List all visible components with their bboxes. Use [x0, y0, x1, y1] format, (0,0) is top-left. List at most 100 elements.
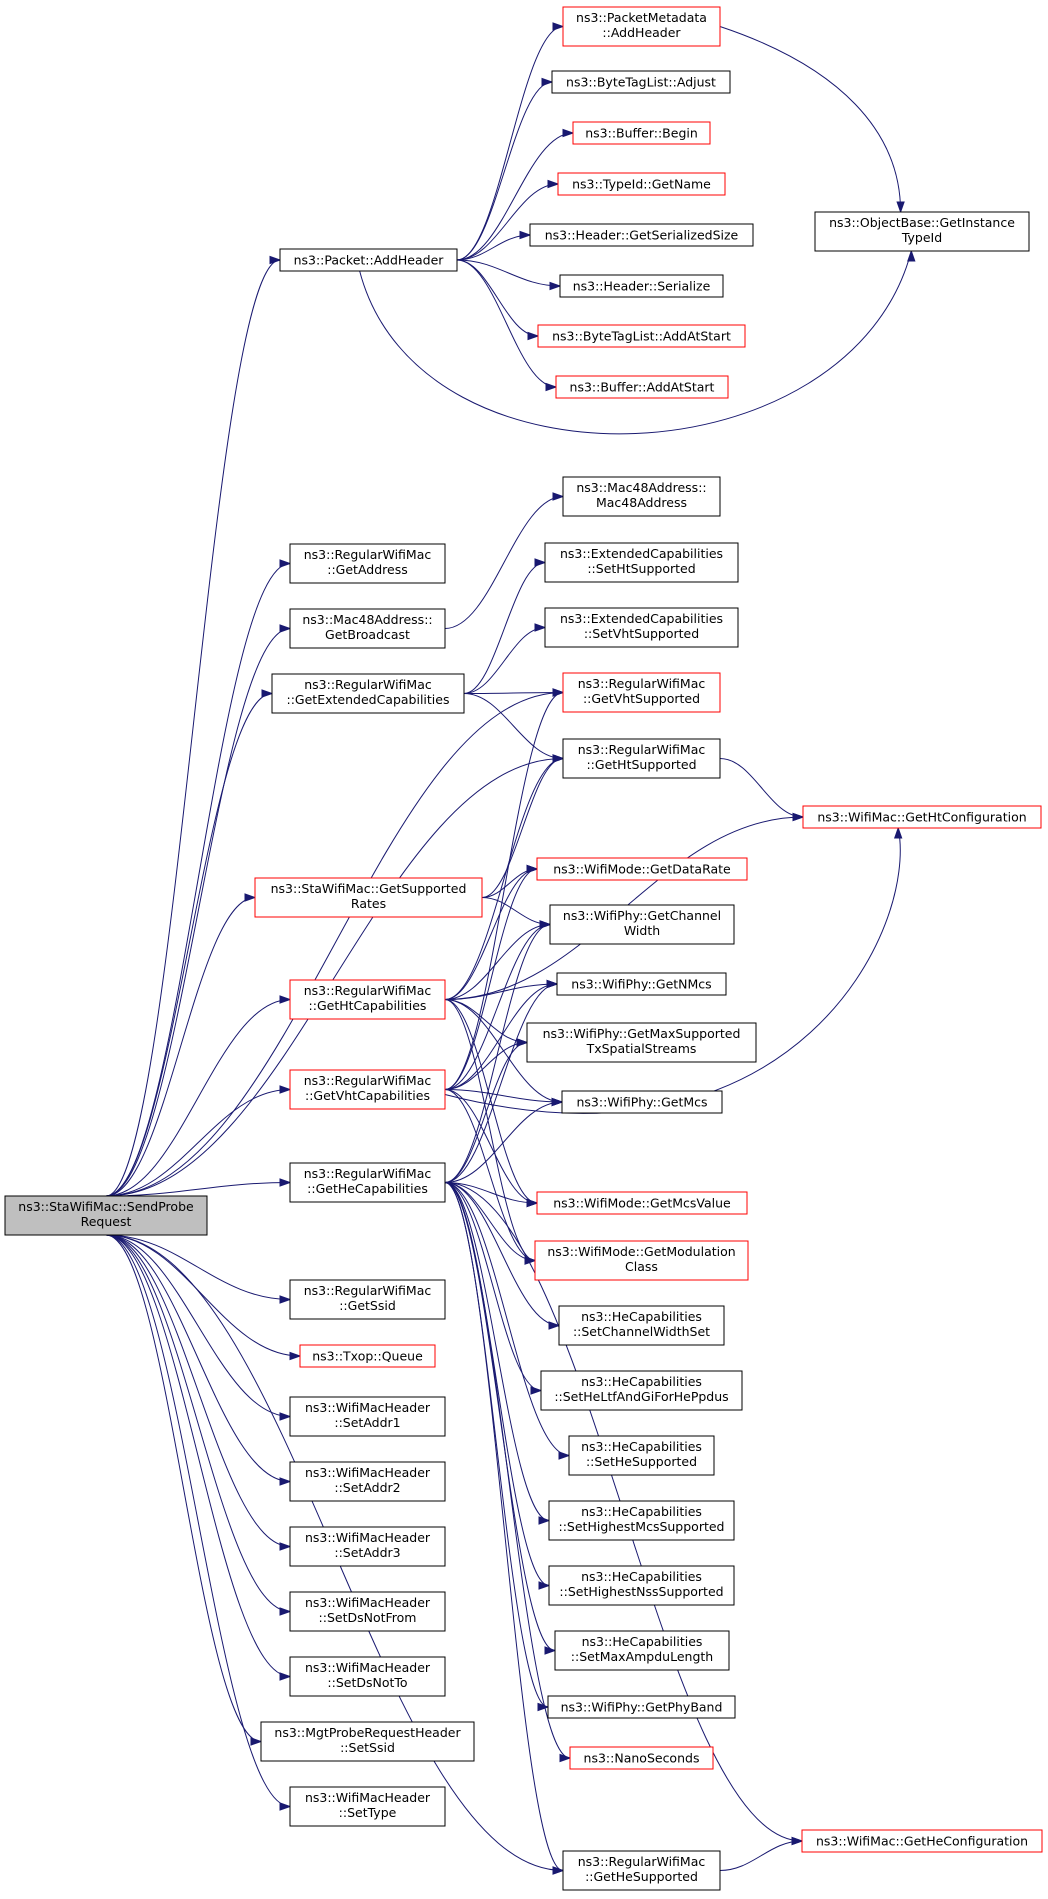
edge-regularwifimac_gethecap-to-hecap_setchannelwidthset — [444, 1182, 561, 1330]
node-mac48-ctor[interactable]: ns3::Mac48Address::Mac48Address — [562, 476, 721, 517]
node-setaddr2[interactable]: ns3::WifiMacHeader::SetAddr2 — [289, 1461, 446, 1502]
node-wifimac-getheconfig[interactable]: ns3::WifiMac::GetHeConfiguration — [801, 1829, 1043, 1853]
node-box — [289, 543, 446, 584]
edge-line — [444, 983, 558, 1090]
node-wifiphy-getmcs[interactable]: ns3::WifiPhy::GetMcs — [561, 1090, 723, 1114]
node-hecap-setheltfandgi[interactable]: ns3::HeCapabilities::SetHeLtfAndGiForHeP… — [540, 1370, 743, 1411]
node-label-line: ns3::RegularWifiMac — [578, 676, 706, 691]
node-label-line: ns3::WifiPhy::GetMcs — [576, 1095, 707, 1110]
edge-line — [463, 627, 546, 694]
node-header-serialize[interactable]: ns3::Header::Serialize — [559, 274, 724, 298]
node-wifimac-gethtconfig[interactable]: ns3::WifiMac::GetHtConfiguration — [802, 805, 1042, 829]
arrowhead — [279, 1412, 292, 1421]
edge-root-to-setdsnotfrom — [105, 1234, 292, 1616]
node-bytetaglist-adjust[interactable]: ns3::ByteTagList::Adjust — [551, 70, 731, 94]
edge-line — [444, 999, 538, 1204]
edge-line — [105, 259, 281, 1197]
node-setdsnotfrom[interactable]: ns3::WifiMacHeader::SetDsNotFrom — [289, 1591, 446, 1632]
node-wifiphy-getphyband[interactable]: ns3::WifiPhy::GetPhyBand — [547, 1695, 736, 1719]
node-wifimode-getdatarate[interactable]: ns3::WifiMode::GetDataRate — [536, 857, 748, 881]
node-box — [289, 1656, 446, 1697]
node-regularwifimac-gethesupported[interactable]: ns3::RegularWifiMac::GetHeSupported — [562, 1850, 721, 1891]
edge-line — [105, 1234, 291, 1612]
node-header-getserializedsize[interactable]: ns3::Header::GetSerializedSize — [529, 223, 754, 247]
node-mac48-getbroadcast[interactable]: ns3::Mac48Address::GetBroadcast — [289, 608, 446, 649]
edge-line — [456, 259, 539, 337]
node-label-line: ::SetHighestMcsSupported — [559, 1519, 725, 1534]
node-label-line: ns3::WifiPhy::GetMaxSupported — [543, 1026, 741, 1041]
edge-line — [105, 1234, 291, 1547]
edge-line — [105, 999, 291, 1197]
arrowhead — [527, 331, 540, 341]
node-wifiphy-getnmcs[interactable]: ns3::WifiPhy::GetNMcs — [556, 972, 727, 996]
node-setaddr3[interactable]: ns3::WifiMacHeader::SetAddr3 — [289, 1526, 446, 1567]
node-label-line: ns3::Txop::Queue — [312, 1349, 423, 1364]
node-box — [562, 1850, 721, 1891]
node-regularwifimac-getvhtsupported[interactable]: ns3::RegularWifiMac::GetVhtSupported — [562, 672, 721, 713]
node-label-line: ::SetVhtSupported — [584, 626, 699, 641]
node-label-line: ns3::Mac48Address:: — [302, 612, 432, 627]
node-regularwifimac-getvhtcap[interactable]: ns3::RegularWifiMac::GetVhtCapabilities — [289, 1069, 446, 1110]
node-hecap-sethighestnss[interactable]: ns3::HeCapabilities::SetHighestNssSuppor… — [548, 1565, 735, 1606]
node-box — [558, 1305, 725, 1346]
edge-root-to-packet_addheader — [105, 255, 282, 1197]
node-settype[interactable]: ns3::WifiMacHeader::SetType — [289, 1786, 446, 1827]
arrowhead — [791, 1836, 804, 1846]
node-extcap-setht[interactable]: ns3::ExtendedCapabilities::SetHtSupporte… — [544, 542, 739, 583]
node-buffer-begin[interactable]: ns3::Buffer::Begin — [572, 121, 711, 145]
node-hecap-setmaxampdu[interactable]: ns3::HeCapabilities::SetMaxAmpduLength — [554, 1630, 730, 1671]
node-label-line: ::SetAddr3 — [334, 1545, 400, 1560]
node-label-line: ns3::WifiMacHeader — [305, 1530, 431, 1545]
edge-regularwifimac_getextcap-to-extcap_setht — [463, 558, 547, 694]
node-txop-queue[interactable]: ns3::Txop::Queue — [299, 1344, 436, 1368]
arrowhead — [552, 492, 565, 501]
edge-root-to-mgtprobe_setssid — [105, 1234, 263, 1746]
node-hecap-sethighestmcs[interactable]: ns3::HeCapabilities::SetHighestMcsSuppor… — [548, 1500, 735, 1541]
node-label-line: ns3::WifiMacHeader — [305, 1790, 431, 1805]
node-regularwifimac-getaddress[interactable]: ns3::RegularWifiMac::GetAddress — [289, 543, 446, 584]
node-regularwifimac-gethtcap[interactable]: ns3::RegularWifiMac::GetHtCapabilities — [289, 979, 446, 1020]
arrowhead — [279, 1477, 292, 1486]
node-setdsnotto[interactable]: ns3::WifiMacHeader::SetDsNotTo — [289, 1656, 446, 1697]
node-label-line: ::SetChannelWidthSet — [573, 1324, 710, 1339]
node-packetmetadata-addheader[interactable]: ns3::PacketMetadata::AddHeader — [562, 6, 721, 47]
edge-line — [444, 924, 551, 1183]
edge-line — [105, 1234, 291, 1677]
edge-packet_addheader-to-buffer_begin — [456, 128, 575, 261]
node-buffer-addatstart[interactable]: ns3::Buffer::AddAtStart — [555, 375, 729, 399]
edge-regularwifimac_getvhtcap-to-wifimode_getmcsvalue — [444, 1089, 539, 1208]
node-label-line: ::SetAddr2 — [334, 1480, 400, 1495]
node-box — [814, 211, 1030, 252]
node-label-line: ns3::RegularWifiMac — [304, 547, 432, 562]
node-box — [556, 972, 727, 996]
node-setaddr1[interactable]: ns3::WifiMacHeader::SetAddr1 — [289, 1396, 446, 1437]
arrowhead — [539, 920, 552, 929]
node-label-line: ::SetSsid — [340, 1740, 395, 1755]
arrowhead — [551, 1097, 564, 1107]
node-nanoseconds[interactable]: ns3::NanoSeconds — [569, 1746, 714, 1770]
node-box — [289, 1786, 446, 1827]
node-bytetaglist-addatstart[interactable]: ns3::ByteTagList::AddAtStart — [537, 324, 746, 348]
edge-line — [444, 692, 564, 1090]
node-wifiphy-getmaxtxss[interactable]: ns3::WifiPhy::GetMaxSupportedTxSpatialSt… — [526, 1022, 757, 1063]
node-label-line: ::SetHeLtfAndGiForHePpdus — [554, 1389, 728, 1404]
node-extcap-setvht[interactable]: ns3::ExtendedCapabilities::SetVhtSupport… — [544, 607, 739, 648]
node-label-line: Class — [625, 1259, 658, 1274]
node-box — [289, 979, 446, 1020]
node-regularwifimac-getssid[interactable]: ns3::RegularWifiMac::GetSsid — [289, 1279, 446, 1320]
node-regularwifimac-gethecap[interactable]: ns3::RegularWifiMac::GetHeCapabilities — [289, 1162, 446, 1203]
edge-line — [456, 259, 557, 388]
node-mgtprobe-setssid[interactable]: ns3::MgtProbeRequestHeader::SetSsid — [260, 1721, 475, 1762]
node-box — [289, 1461, 446, 1502]
node-hecap-sethesupported[interactable]: ns3::HeCapabilities::SetHeSupported — [568, 1435, 715, 1476]
node-hecap-setchannelwidthset[interactable]: ns3::HeCapabilities::SetChannelWidthSet — [558, 1305, 725, 1346]
node-packet-addheader[interactable]: ns3::Packet::AddHeader — [279, 248, 458, 272]
node-typeid-getname[interactable]: ns3::TypeId::GetName — [557, 172, 726, 196]
node-regularwifimac-getextcap[interactable]: ns3::RegularWifiMac::GetExtendedCapabili… — [271, 673, 465, 714]
node-wifimode-getmcsvalue[interactable]: ns3::WifiMode::GetMcsValue — [536, 1191, 748, 1215]
node-regularwifimac-gethtsupported[interactable]: ns3::RegularWifiMac::GetHtSupported — [562, 738, 721, 779]
